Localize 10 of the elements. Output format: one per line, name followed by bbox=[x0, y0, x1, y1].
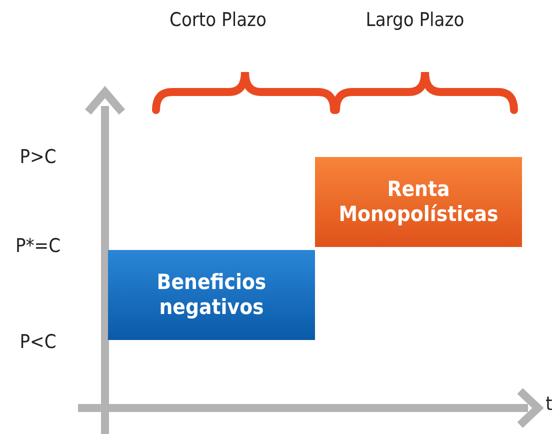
bar bbox=[108, 250, 315, 340]
bar bbox=[315, 157, 522, 247]
axis-label: t bbox=[546, 393, 552, 415]
bar-label: Renta Monopolísticas bbox=[338, 177, 500, 227]
period-label: Corto Plazo bbox=[170, 9, 266, 31]
axis-label: P>C bbox=[20, 146, 56, 168]
bar-label: Beneficios negativos bbox=[156, 270, 268, 320]
period-label: Largo Plazo bbox=[366, 9, 464, 31]
axis-label: P*=C bbox=[15, 235, 61, 257]
axis-label: P<C bbox=[20, 331, 56, 353]
